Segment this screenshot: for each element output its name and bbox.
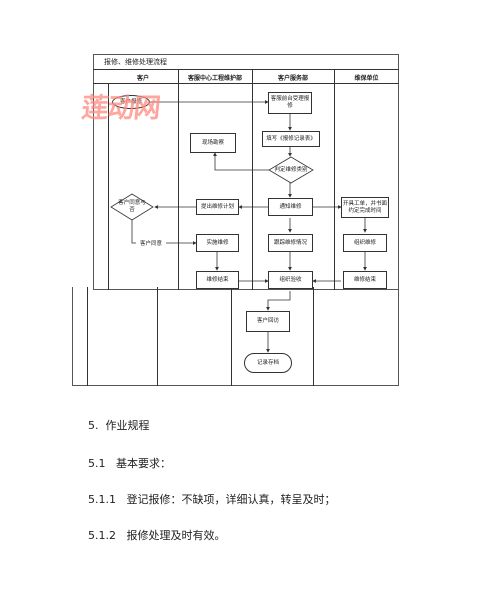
section-5-1-2: 5.1.2 报修处理及时有效。 [88,527,226,543]
node-org-accept: 组织验收 [268,271,313,289]
node-issue-ticket: 开具工单，并书面约定完成时间 [341,197,389,218]
lane-divider [157,287,158,386]
node-unit-repair: 组织维修 [343,234,387,252]
node-notify-repair: 通知维修 [268,198,313,216]
node-fill-record: 填写《报修记录表》 [262,131,320,147]
header-bottom-line [93,83,399,84]
lane-divider [313,287,314,386]
node-repair-done: 维修结束 [196,271,239,289]
lane-divider [178,69,179,290]
section-num: 5.1.1 [88,493,116,506]
lane-divider [231,287,232,386]
section-text: 作业规程 [105,419,150,432]
node-track: 跟踪维修情况 [268,234,313,252]
node-customer-agree: 客户同意与否 [118,200,146,213]
section-5-1-1: 5.1.1 登记报修：不缺项，详细认真，转呈及时； [88,491,336,507]
section-text: 基本要求： [116,457,171,470]
watermark-logo: 莲动网 [80,93,162,124]
node-judge-type: 判定维修类别 [274,166,308,173]
node-archive: 记录存档 [244,353,292,373]
flowchart-frame [93,54,399,290]
lane-divider [334,69,335,290]
lane-divider [252,69,253,290]
flowchart-lower-frame [72,287,399,386]
decision-diamond [268,156,314,184]
lane-divider [108,83,109,290]
node-service-accept: 客服前台受理报修 [268,92,312,114]
lane-header-customer: 客户 [136,75,149,82]
section-text: 登记报修：不缺项，详细认真，转呈及时； [126,493,336,506]
lane-divider [87,287,88,386]
node-repair-plan: 提出维修计划 [196,199,239,215]
node-unit-done: 维修结束 [343,271,387,289]
node-customer-report: 客户报修 [112,95,150,109]
lane-header-engineering: 客服中心工程维护部 [187,75,242,82]
node-implement: 实施维修 [196,234,239,252]
edge-label-customer-agree: 客户同意 [136,239,166,247]
node-customer-visit: 客户回访 [246,311,290,332]
decision-diamond-customer [110,193,154,221]
header-top-line [93,69,399,70]
lane-header-maintenance: 维保单位 [354,75,379,82]
section-text: 报修处理及时有效。 [126,529,226,542]
section-5: 5. 作业规程 [88,417,150,433]
node-on-site-check: 现场勘察 [190,133,236,153]
section-5-1: 5.1 基本要求： [88,455,171,471]
section-num: 5.1.2 [88,529,116,542]
lane-header-service: 客户服务部 [277,75,308,82]
section-num: 5. [88,419,99,432]
flowchart-title: 报修、维修处理流程 [104,58,167,66]
section-num: 5.1 [88,457,106,470]
